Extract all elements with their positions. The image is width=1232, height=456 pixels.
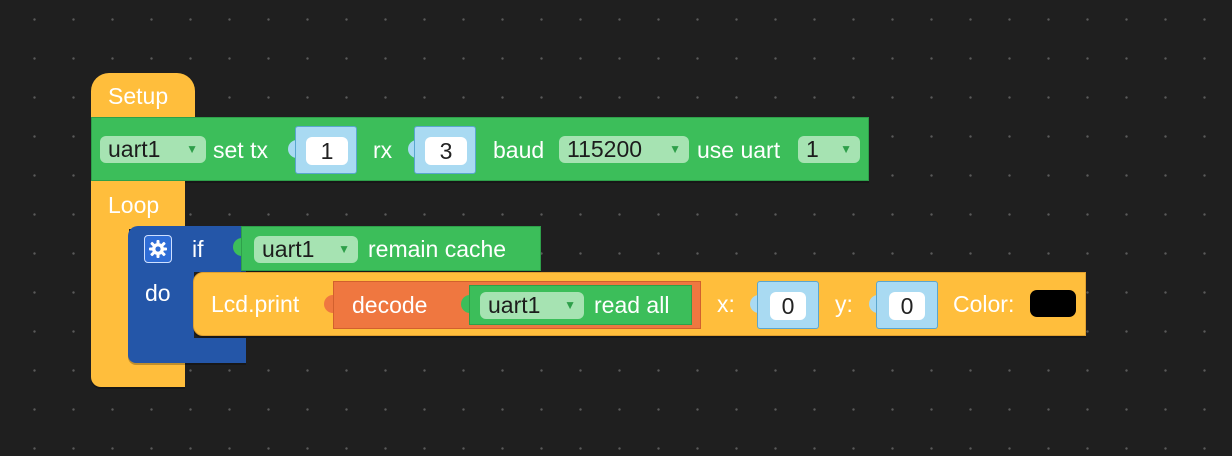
remain-cache-label: remain cache — [368, 236, 507, 262]
loop-label: Loop — [108, 192, 160, 218]
use-uart-value: 1 — [806, 136, 819, 162]
do-label: do — [145, 280, 171, 306]
color-swatch[interactable] — [1030, 290, 1076, 317]
condition-socket-notch — [233, 238, 242, 256]
baud-dropdown[interactable]: 115200 ▼ — [559, 136, 689, 163]
remain-cache-port-dropdown[interactable]: uart1 ▼ — [254, 236, 358, 263]
tx-number-input[interactable]: 1 — [306, 137, 348, 165]
decode-block[interactable]: decode uart1 ▼ read all — [333, 281, 701, 329]
rx-number-block[interactable]: 3 — [414, 126, 476, 174]
remain-cache-block[interactable]: uart1 ▼ remain cache — [241, 226, 541, 271]
baud-value: 115200 — [567, 136, 643, 162]
mutator-gear-icon[interactable] — [144, 235, 172, 263]
y-number-input[interactable]: 0 — [889, 292, 925, 320]
remain-cache-port-value: uart1 — [262, 236, 315, 262]
uart-port-dropdown[interactable]: uart1 ▼ — [100, 136, 206, 163]
decode-socket-notch — [324, 295, 333, 313]
baud-label: baud — [493, 137, 545, 163]
tx-number-block[interactable]: 1 — [295, 126, 357, 174]
if-block-top[interactable]: if — [128, 226, 246, 272]
read-all-port-value: uart1 — [488, 292, 541, 318]
x-socket-notch — [750, 295, 759, 313]
uart-setup-block[interactable]: uart1 ▼ set tx 1 rx 3 baud 115200 ▼ use … — [91, 117, 869, 181]
rx-number-input[interactable]: 3 — [425, 137, 467, 165]
decode-label: decode — [352, 292, 428, 318]
dropdown-arrow-icon: ▼ — [564, 298, 576, 312]
read-all-socket-notch — [461, 295, 470, 313]
setup-hat-block[interactable]: Setup — [91, 73, 195, 119]
loop-block-top[interactable]: Loop — [91, 181, 185, 229]
use-uart-label: use uart — [697, 137, 781, 163]
use-uart-dropdown[interactable]: 1 ▼ — [798, 136, 860, 163]
if-label: if — [192, 236, 204, 262]
tx-socket-notch — [288, 140, 297, 158]
y-label: y: — [835, 291, 853, 317]
read-all-port-dropdown[interactable]: uart1 ▼ — [480, 292, 584, 319]
if-block-arm: do — [128, 271, 194, 339]
loop-block-arm — [91, 228, 129, 358]
rx-socket-notch — [408, 140, 417, 158]
dropdown-arrow-icon: ▼ — [186, 142, 198, 156]
dropdown-arrow-icon: ▼ — [669, 142, 681, 156]
dropdown-arrow-icon: ▼ — [840, 142, 852, 156]
y-number-block[interactable]: 0 — [876, 281, 938, 329]
setup-label: Setup — [108, 83, 169, 109]
x-label: x: — [717, 291, 735, 317]
x-number-block[interactable]: 0 — [757, 281, 819, 329]
lcd-print-label: Lcd.print — [211, 291, 300, 317]
set-tx-label: set tx — [213, 137, 268, 163]
dropdown-arrow-icon: ▼ — [338, 242, 350, 256]
read-all-block[interactable]: uart1 ▼ read all — [469, 285, 692, 325]
if-block-bottom — [128, 338, 246, 363]
read-all-label: read all — [594, 292, 670, 318]
y-socket-notch — [869, 295, 878, 313]
lcd-print-block[interactable]: Lcd.print decode uart1 ▼ read all x: 0 y… — [193, 272, 1086, 336]
x-number-input[interactable]: 0 — [770, 292, 806, 320]
rx-label: rx — [373, 137, 393, 163]
color-label: Color: — [953, 291, 1015, 317]
uart-port-value: uart1 — [108, 136, 161, 162]
